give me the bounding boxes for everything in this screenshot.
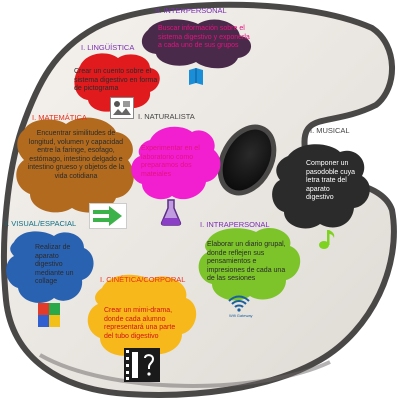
musical-blob — [272, 144, 370, 229]
cinetica-label: I. CINÉTICA/CORPORAL — [100, 275, 186, 284]
wifi-caption: Wifi Gateway — [229, 313, 253, 318]
matematica-blob — [16, 117, 134, 213]
interpersonal-label: II. INTERPERSONAL — [155, 6, 227, 15]
thumb-hole — [217, 124, 277, 196]
arrow-icon — [89, 203, 127, 229]
musical-activity: Componer un pasodoble cuya letra trate d… — [306, 160, 356, 202]
linguistica-activity: Crear un cuento sobre el sistema digesti… — [74, 68, 158, 93]
pictogram-icon — [110, 97, 134, 119]
film-icon — [124, 348, 160, 382]
linguistica-blob — [74, 53, 160, 112]
linguistica-label: I. LINGÜÍSTICA — [81, 43, 135, 52]
matematica-label: I. MATEMÁTICA — [32, 113, 87, 122]
cinetica-blob — [87, 274, 197, 356]
book-icon — [189, 68, 203, 85]
collage-icon — [38, 303, 60, 327]
visual-blob — [6, 231, 94, 303]
visual-activity: Realizar de aparato digestivo mediante u… — [35, 244, 74, 286]
naturalista-label: I. NATURALISTA — [138, 112, 195, 121]
wifi-icon — [228, 295, 250, 312]
naturalista-blob — [131, 126, 221, 200]
flask-icon — [160, 199, 182, 226]
visual-label: I. VISUAL/ESPACIAL — [5, 219, 77, 228]
interpersonal-blob — [141, 19, 252, 69]
intrapersonal-blob — [198, 227, 301, 301]
music-note-icon — [319, 230, 335, 249]
intrapersonal-label: I. INTRAPERSONAL — [200, 220, 270, 229]
naturalista-activity: Experimentar en el laboratorio como prep… — [141, 145, 200, 178]
cinetica-activity: Crear un mimi-drama, donde cada alumno r… — [104, 307, 176, 340]
intrapersonal-activity: Elaborar un diario grupal, donde refleje… — [207, 241, 286, 283]
matematica-activity: Encuentrar similitudes de longitud, volu… — [27, 130, 125, 180]
interpersonal-activity: Buscar información sobre el sistema dige… — [158, 25, 250, 50]
musical-label: I. MUSICAL — [310, 126, 350, 135]
